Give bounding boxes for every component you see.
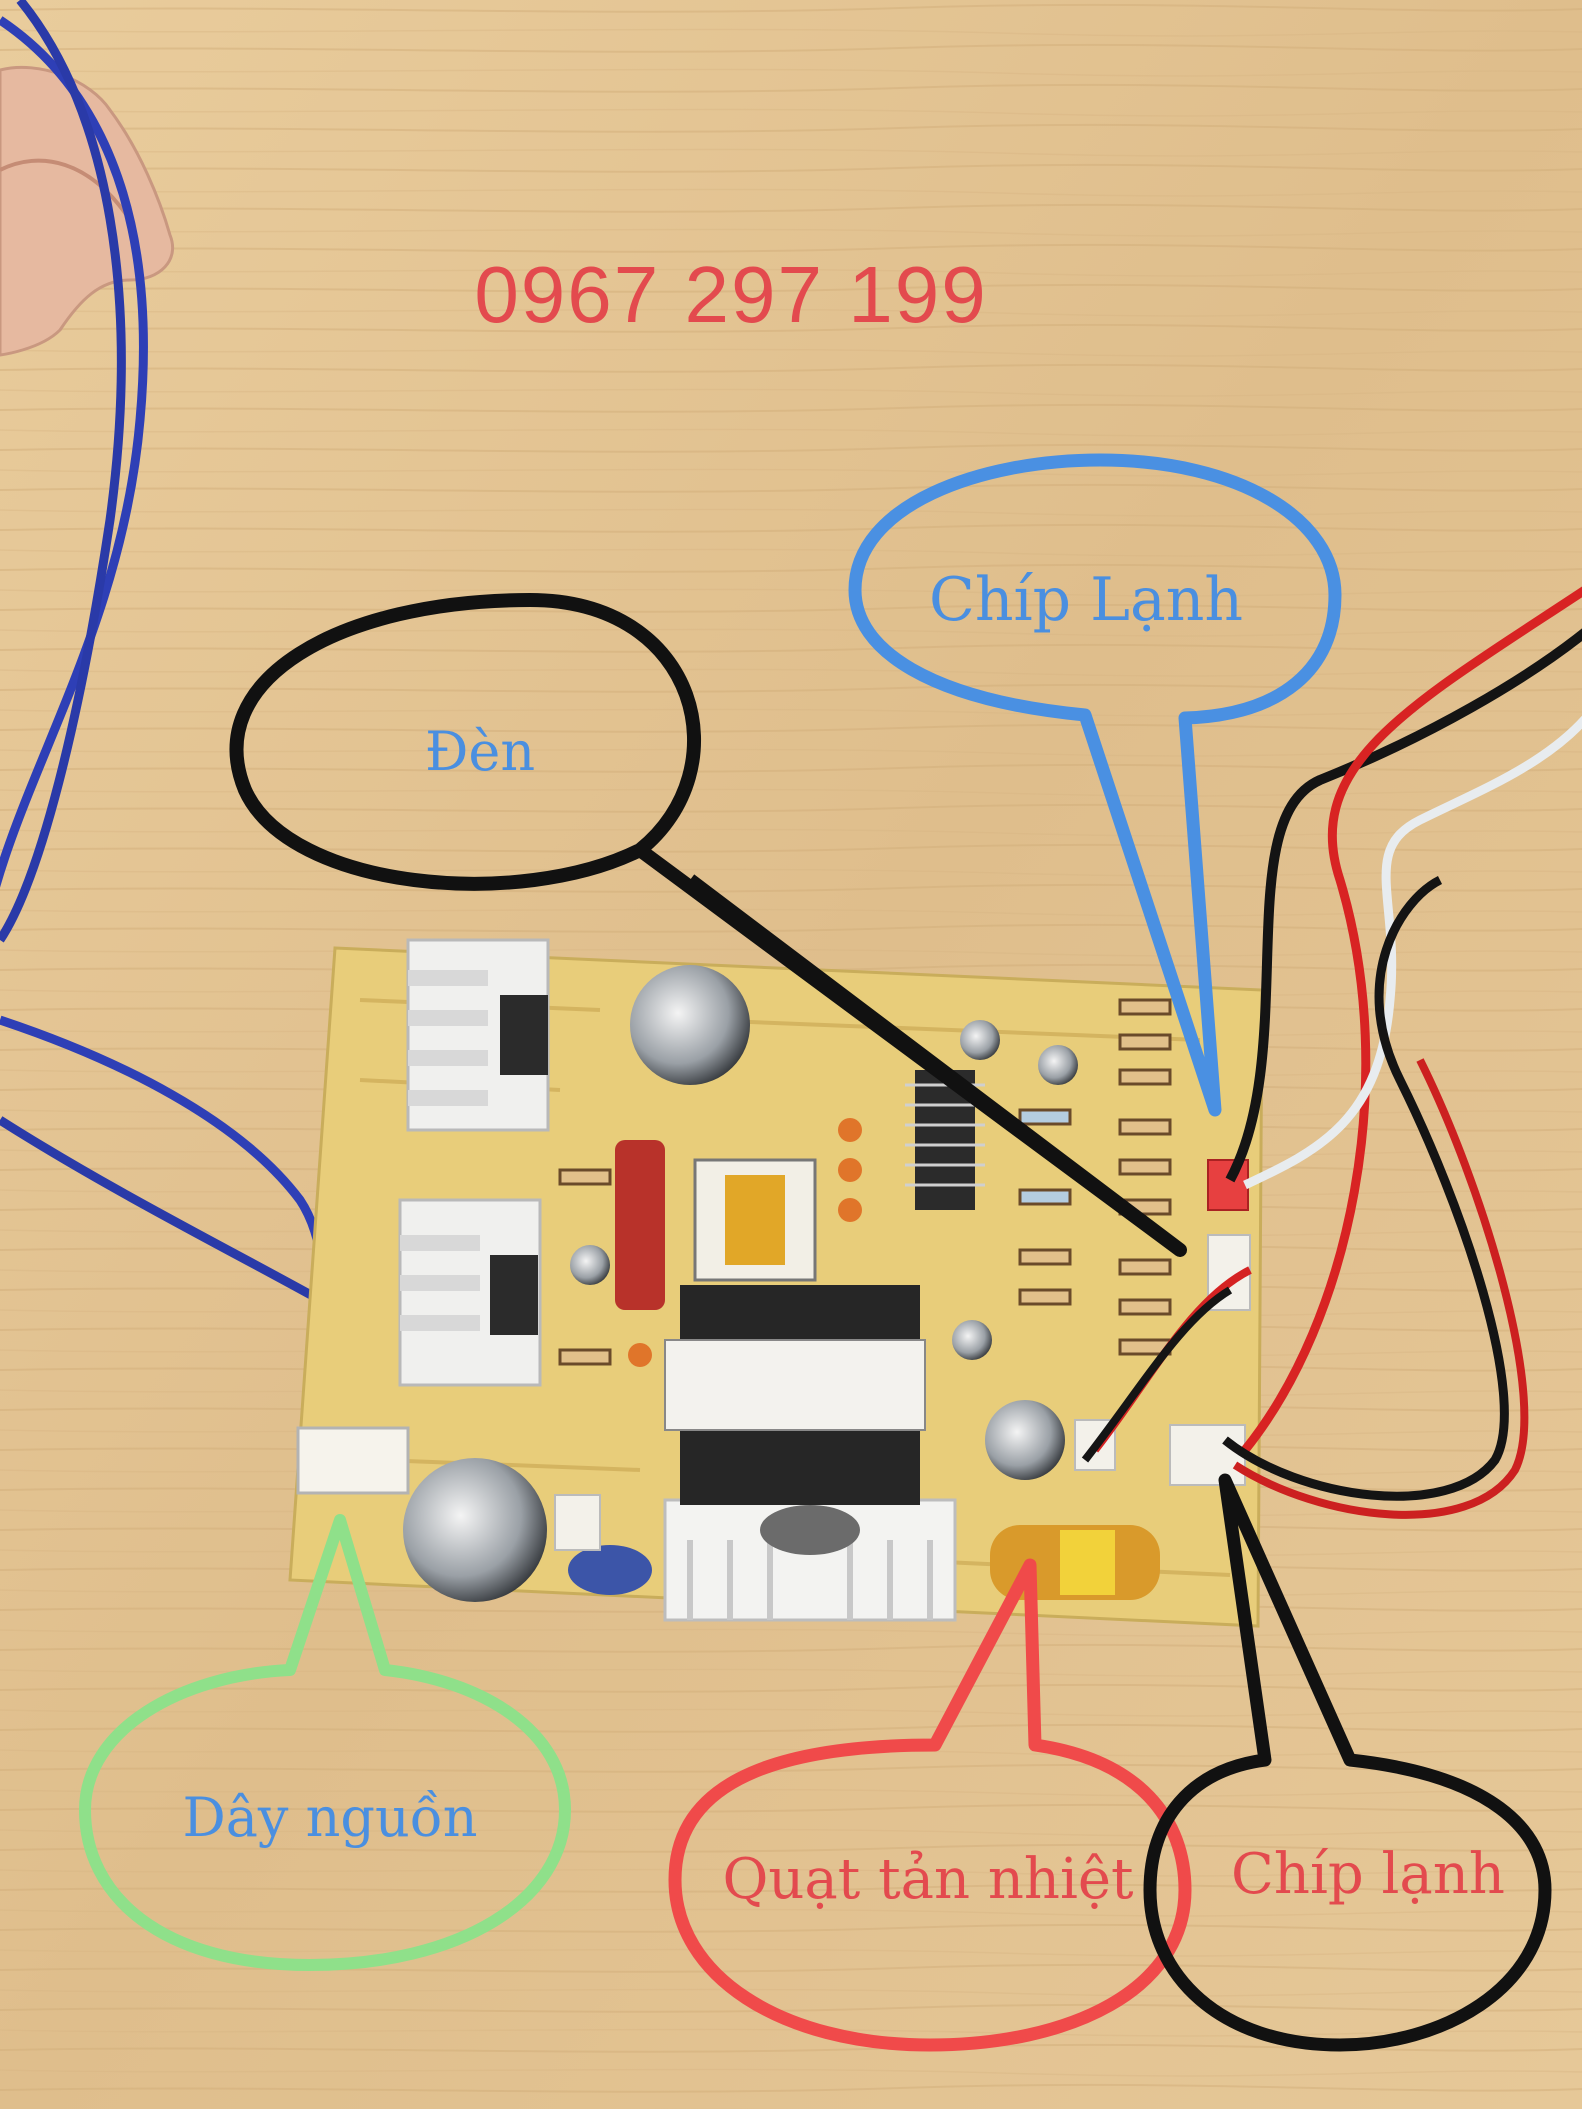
callout-chip-lanh-bottom-label: Chíp lạnh xyxy=(1231,1842,1505,1907)
capacitor-top xyxy=(630,965,750,1085)
callout-chip-lanh-bottom-bubble xyxy=(1143,1473,1552,2052)
heatsink-top-left xyxy=(406,938,550,1132)
chip-connector-bottom xyxy=(1169,1424,1246,1486)
callout-den-bubble xyxy=(229,593,1187,1257)
blue-wire-2 xyxy=(0,0,126,943)
black-wire-loop xyxy=(1222,875,1509,1501)
callout-den-label: Đèn xyxy=(424,720,536,783)
transformer xyxy=(664,1158,926,1505)
callout-chip-lanh-top-bubble xyxy=(848,453,1342,1117)
black-wire-fan xyxy=(1081,1286,1233,1463)
hand-fold xyxy=(0,158,132,222)
resistor-array xyxy=(558,998,1172,1366)
callout-day-nguon-label: Dây nguồn xyxy=(182,1786,478,1849)
red-wire-right xyxy=(1241,586,1582,1453)
hand xyxy=(0,65,175,357)
connector-bottom-small xyxy=(554,1494,601,1551)
callout-day-nguon-bubble xyxy=(79,1514,571,1971)
callout-chip-lanh-top-label: Chíp Lạnh xyxy=(928,565,1244,635)
power-connector xyxy=(296,1426,410,1495)
capacitor-right xyxy=(985,1400,1065,1480)
ceramic-caps xyxy=(628,1118,862,1367)
heatsink-bottom xyxy=(663,1498,957,1622)
capacitor-bottom-left xyxy=(403,1458,547,1602)
capacitor-small-1 xyxy=(960,1020,1000,1060)
ic-pins xyxy=(905,1083,985,1187)
red-wire-loop xyxy=(1232,1058,1529,1519)
blue-y-capacitor xyxy=(568,1545,652,1595)
callout-quat-bubble xyxy=(668,1558,1192,2052)
black-wire-right xyxy=(1225,628,1582,1183)
capacitor-small-2 xyxy=(1038,1045,1078,1085)
film-capacitor xyxy=(615,1140,665,1310)
capacitor-small-3 xyxy=(570,1245,610,1285)
heatsink-mid-left xyxy=(398,1198,542,1387)
callout-quat-label: Quạt tản nhiệt xyxy=(722,1847,1134,1912)
white-wire-right xyxy=(1243,715,1582,1190)
capacitor-small-4 xyxy=(952,1320,992,1360)
chip-connector-top xyxy=(1207,1159,1249,1211)
phone-number: 0967 297 199 xyxy=(474,250,988,339)
